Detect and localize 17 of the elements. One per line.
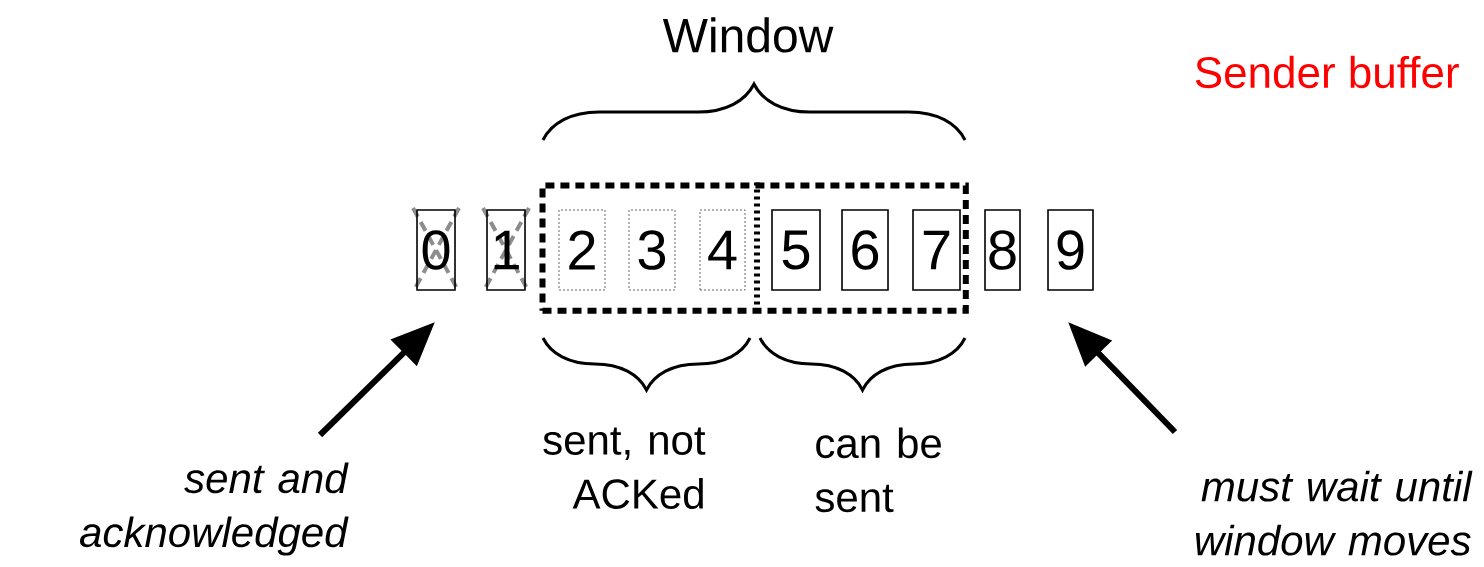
bracket-label: sent, not ACKed (543, 427, 706, 509)
number-box: 6 (841, 209, 889, 291)
note-text: must wait until window moves (1195, 470, 1473, 556)
number-box: 9 (1047, 209, 1094, 291)
crossed-out-box: 1 (481, 207, 531, 293)
number-box: 7 (912, 209, 961, 291)
number-box: 5 (771, 209, 821, 291)
bracket-label: can be sent (815, 427, 941, 513)
heading-text: Window (662, 17, 834, 53)
number-box: 2 (558, 209, 606, 291)
note-text: sent and acknowledged (80, 462, 349, 556)
section-title: Sender buffer (1195, 55, 1459, 89)
number-box: 4 (699, 209, 746, 291)
window-box (539, 182, 969, 314)
crossed-out-box: 0 (411, 207, 461, 293)
number-box: 8 (984, 209, 1021, 291)
number-box: 3 (628, 209, 676, 291)
